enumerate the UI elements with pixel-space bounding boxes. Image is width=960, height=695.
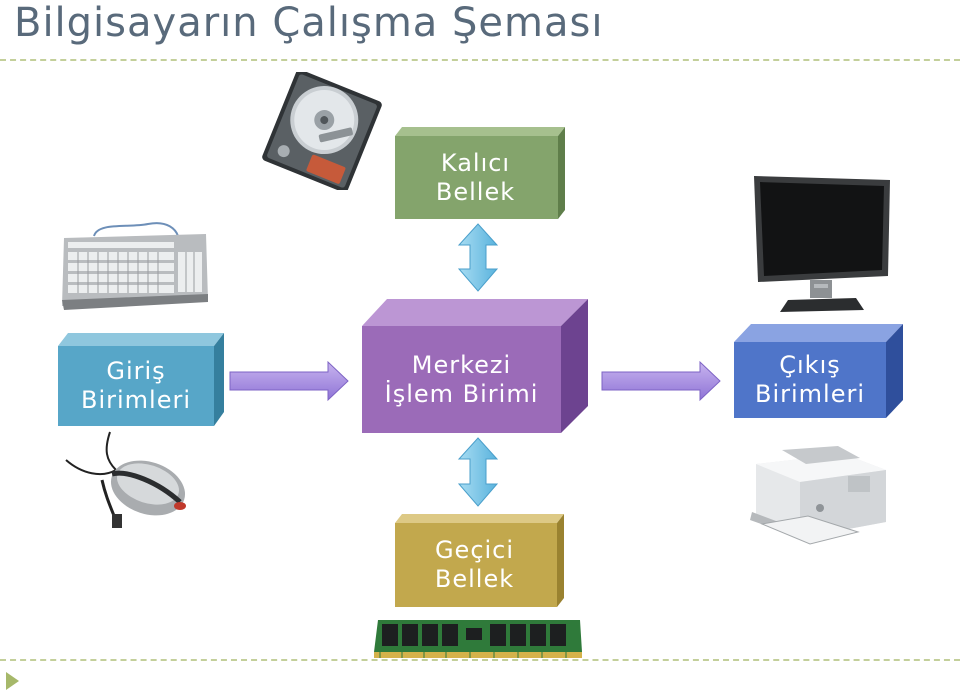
permanent-memory-box: Kalıcı Bellek bbox=[393, 122, 566, 222]
arrow-cpu-temporary-memory bbox=[457, 437, 499, 507]
cpu-label-line1: Merkezi bbox=[411, 350, 512, 379]
bottom-divider bbox=[0, 659, 960, 661]
cpu-box: Merkezi İşlem Birimi bbox=[359, 296, 591, 438]
input-units-label-line2: Birimleri bbox=[80, 386, 191, 414]
keyboard-icon bbox=[58, 214, 210, 312]
temporary-memory-label-line2: Bellek bbox=[434, 565, 515, 593]
cpu-label-line2: İşlem Birimi bbox=[384, 379, 539, 408]
ram-module-icon bbox=[372, 618, 584, 660]
top-divider bbox=[0, 59, 960, 61]
permanent-memory-label-line1: Kalıcı bbox=[440, 148, 511, 177]
bullet-triangle-icon bbox=[6, 672, 19, 690]
mouse-icon bbox=[62, 430, 192, 530]
arrow-cpu-permanent-memory bbox=[457, 223, 499, 292]
temporary-memory-label-line1: Geçici bbox=[434, 536, 515, 565]
monitor-icon bbox=[752, 172, 892, 316]
page-title: Bilgisayarın Çalışma Şeması bbox=[14, 0, 604, 46]
temporary-memory-box: Geçici Bellek bbox=[392, 510, 566, 610]
output-units-box: Çıkış Birimleri bbox=[731, 322, 905, 422]
printer-icon bbox=[748, 446, 888, 546]
arrow-cpu-to-output bbox=[601, 360, 721, 402]
output-units-label-line1: Çıkış bbox=[779, 351, 841, 380]
input-units-label-line1: Giriş bbox=[106, 357, 166, 386]
input-units-box: Giriş Birimleri bbox=[55, 330, 225, 430]
arrow-input-to-cpu bbox=[229, 360, 349, 402]
permanent-memory-label-line2: Bellek bbox=[435, 177, 516, 206]
hard-disk-icon bbox=[262, 72, 382, 190]
output-units-label-line2: Birimleri bbox=[754, 380, 865, 408]
